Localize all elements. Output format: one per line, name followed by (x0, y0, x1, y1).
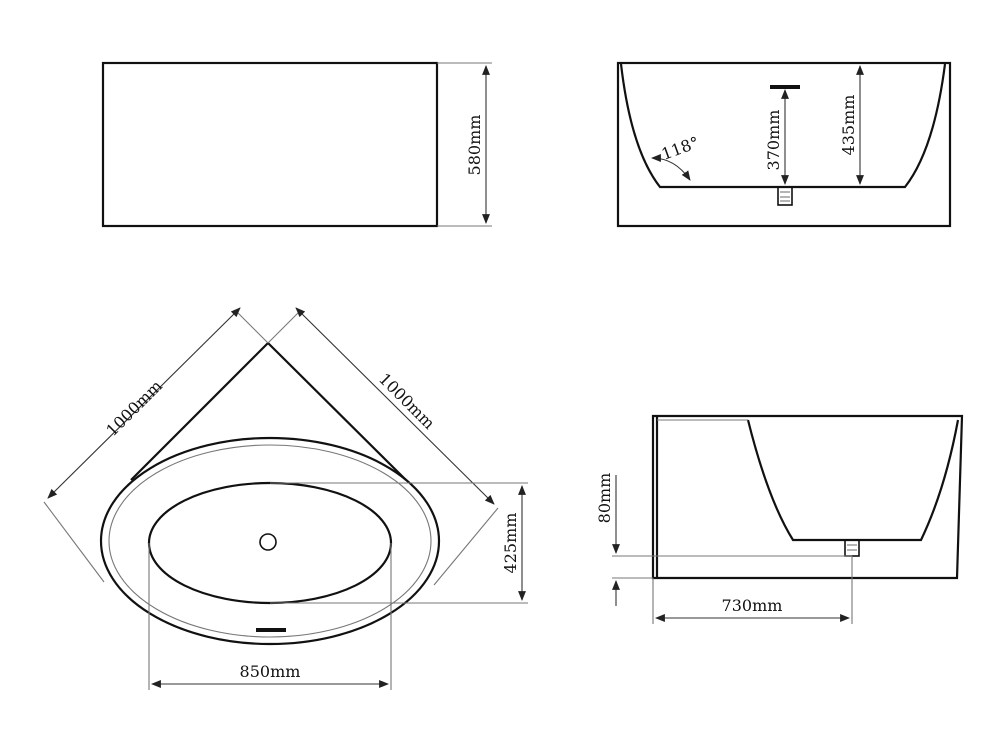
total-depth-label: 435mm (839, 95, 858, 156)
plan-view: 1000mm 1000mm 425mm 850mm (43, 307, 528, 690)
plan-basin (147, 481, 393, 605)
plan-inner-width-label: 850mm (240, 662, 301, 681)
plan-outer-rim (99, 436, 441, 646)
section-basin-profile (746, 419, 960, 542)
side-drain (777, 186, 793, 206)
wall-angle-arc (651, 154, 691, 181)
side-view-basin-profile (619, 63, 947, 189)
plan-side-a-dimension-line (47, 307, 241, 499)
side-view-outline (616, 61, 952, 228)
section-drain-height-label: 80mm (595, 473, 614, 524)
section-drain (844, 539, 860, 557)
front-view-outline (101, 61, 439, 228)
section-width-label: 730mm (722, 596, 783, 615)
plan-inner-rim-line (108, 444, 432, 638)
section-outline (651, 414, 964, 580)
front-view: 580mm (101, 61, 492, 228)
side-view: 370mm 435mm 118° (616, 61, 952, 228)
plan-drain (259, 533, 277, 551)
plan-corner-sides (130, 342, 407, 481)
plan-side-b-label: 1000mm (375, 369, 439, 433)
front-height-label: 580mm (465, 115, 484, 176)
plan-inner-depth-label: 425mm (501, 513, 520, 574)
section-view: 80mm 730mm (595, 414, 964, 624)
plan-side-b-dimension-line (295, 307, 495, 505)
wall-angle-label: 118° (659, 133, 702, 164)
overflow-depth-label: 370mm (764, 110, 783, 171)
plan-side-a-label: 1000mm (102, 376, 166, 440)
